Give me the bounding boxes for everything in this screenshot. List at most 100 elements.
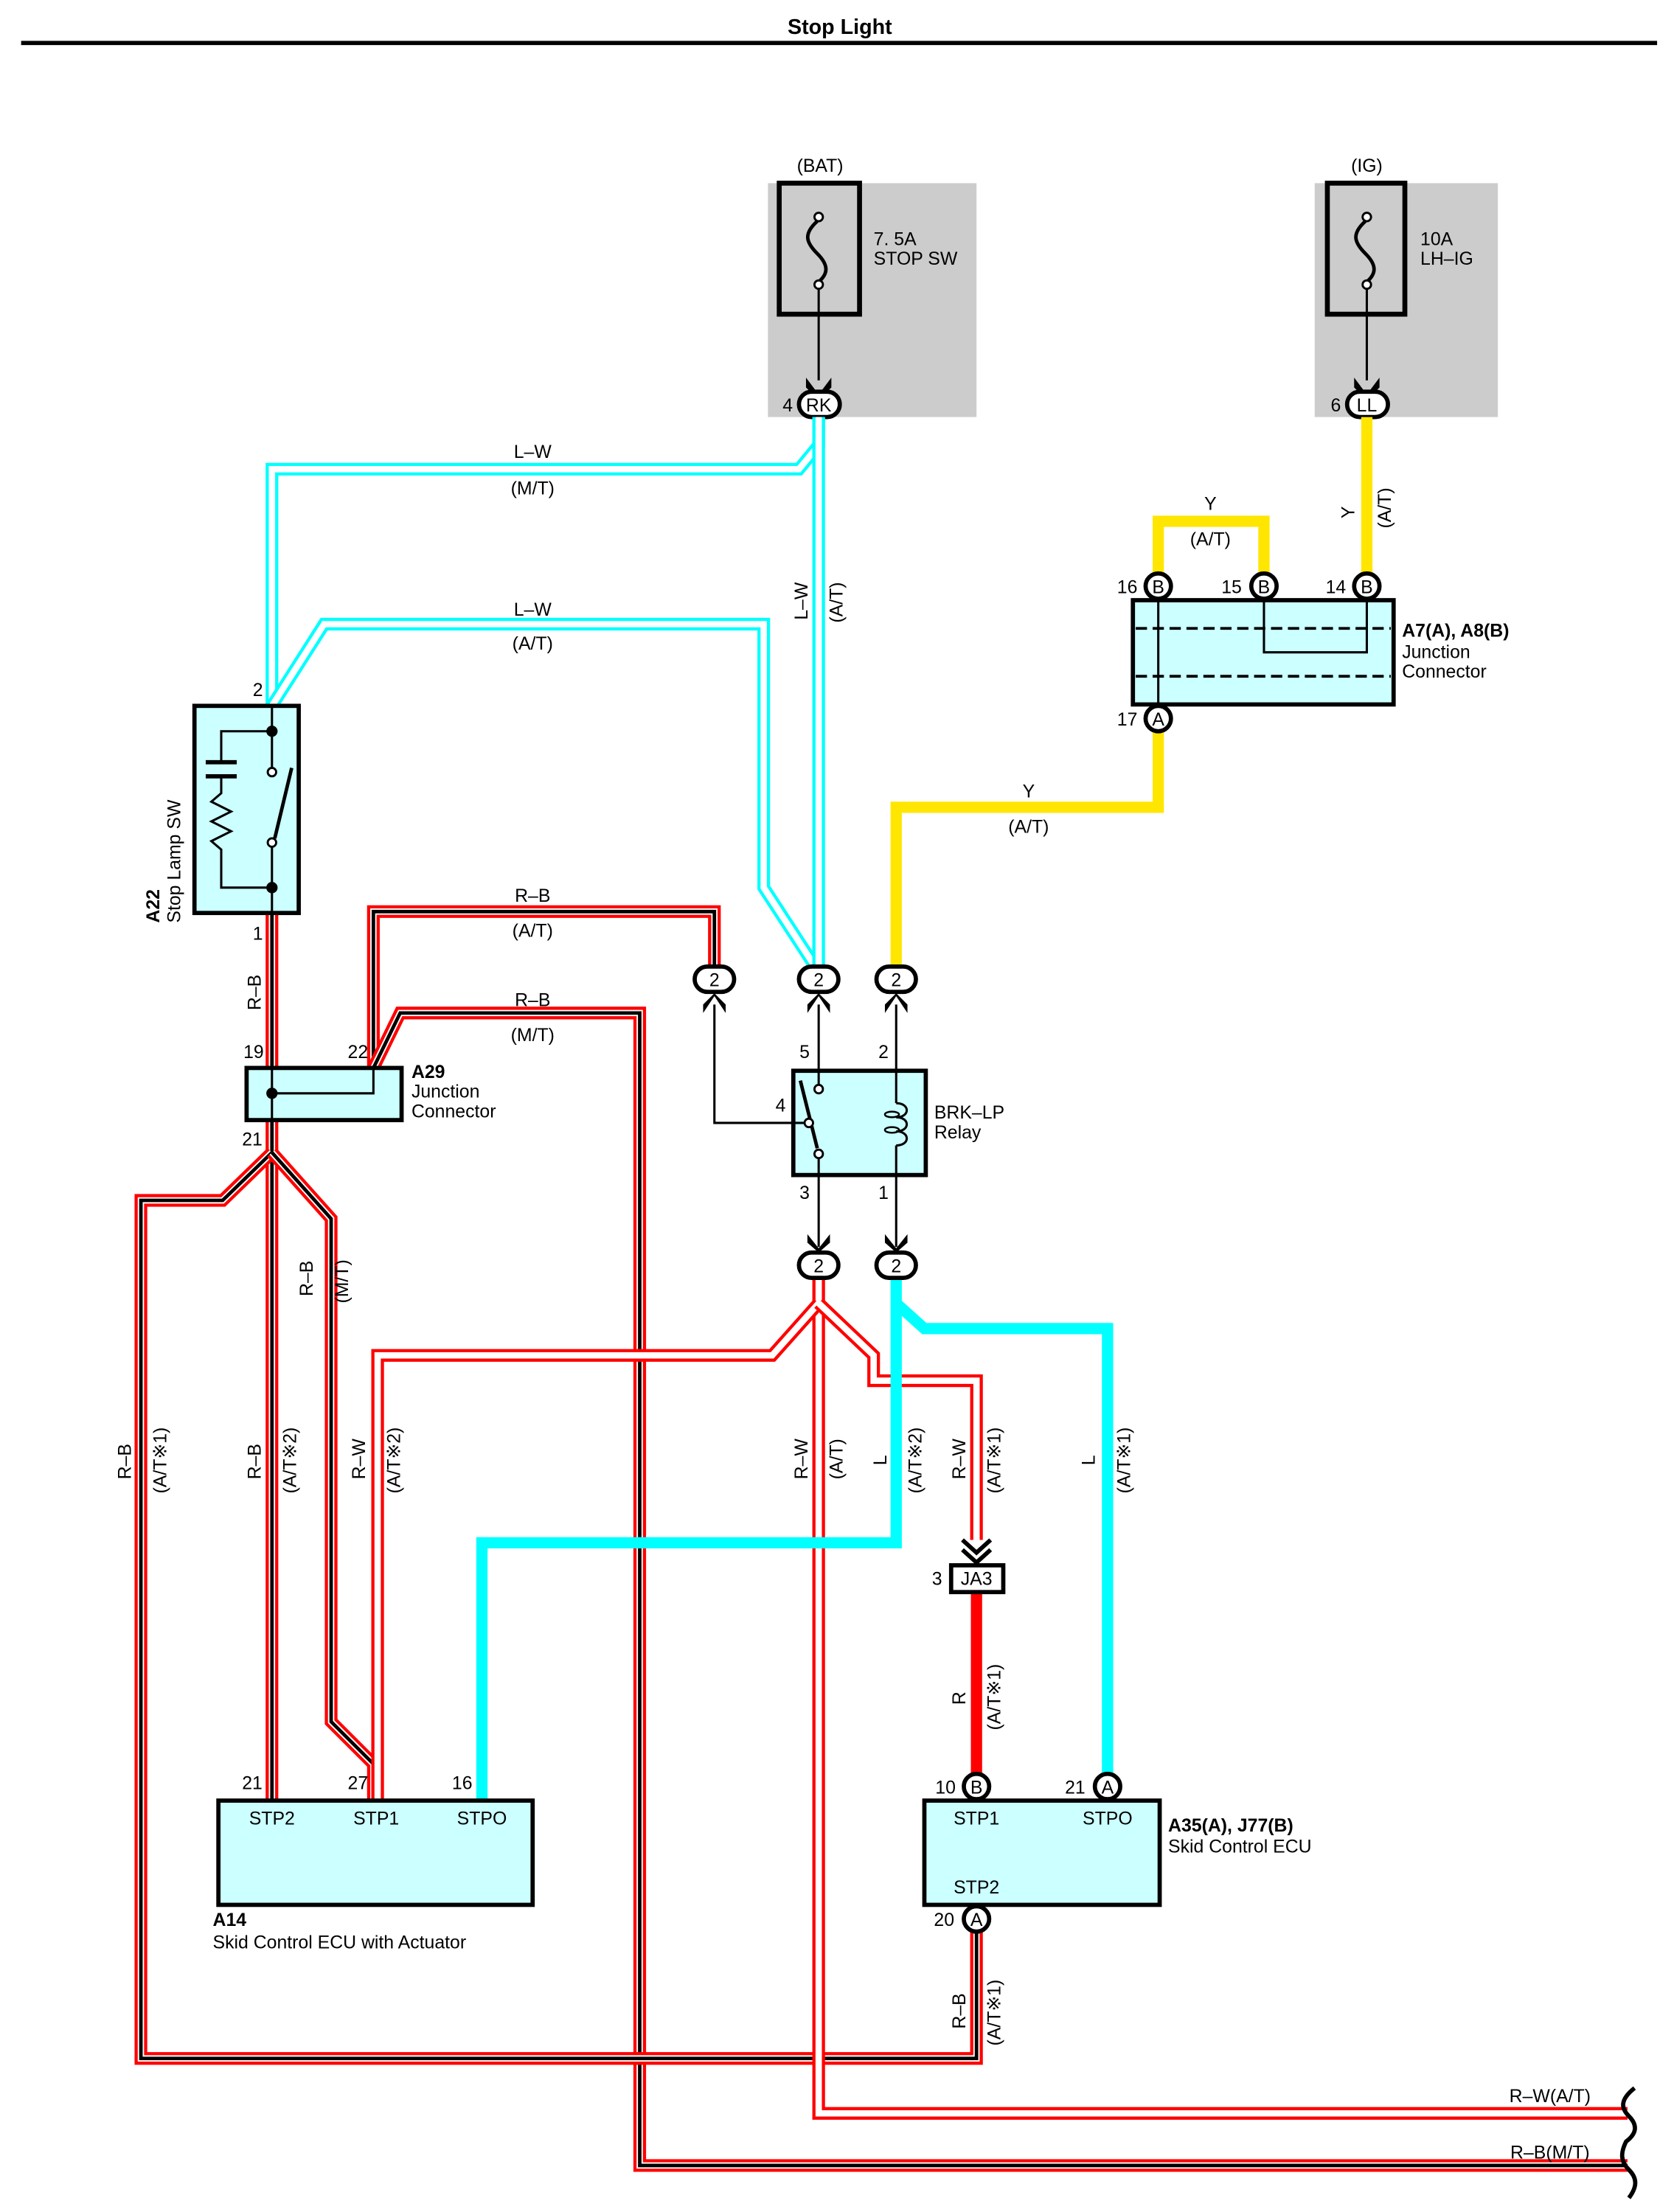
pin-number: 16 <box>1117 577 1138 597</box>
wire-r-b-at1-stripe <box>139 1151 979 2061</box>
wire-variant-label: (A/T※2) <box>385 1427 405 1494</box>
wire-variant-label: (A/T※2) <box>280 1427 300 1494</box>
pin-number: 22 <box>348 1043 369 1062</box>
pin-number: 1 <box>253 925 263 945</box>
component-code: A14 <box>213 1910 247 1930</box>
pin-letter: B <box>1258 577 1271 597</box>
component-name: Junction <box>411 1082 479 1102</box>
component-code: A7(A), A8(B) <box>1402 622 1509 641</box>
junction-connector-a7-a8: B B B A 16 15 14 17 A7(A), A8(B) Junctio… <box>1117 571 1510 734</box>
continuation-markers: R–W(A/T) R–B(M/T) <box>1510 2086 1638 2199</box>
component-name: Connector <box>411 1102 496 1121</box>
wire-color-label: R–B <box>297 1261 317 1296</box>
fuse-name: STOP SW <box>874 249 958 269</box>
fuse-source-label: (IG) <box>1351 156 1383 176</box>
fuse-rating: 10A <box>1420 229 1454 249</box>
fuse-lh-ig: (IG) 10A LH–IG LL 6 <box>1314 156 1498 420</box>
wire-variant-label: (A/T※1) <box>1114 1427 1134 1494</box>
fuse-rating: 7. 5A <box>874 229 917 249</box>
switch-contact-icon <box>273 767 294 839</box>
relay-connector: 2 <box>796 964 841 1013</box>
pin-number: 3 <box>799 1183 810 1203</box>
wire-variant-label: (A/T) <box>1375 487 1395 528</box>
wire-variant-label: (A/T※1) <box>985 1427 1005 1494</box>
wire-color-label: R–B <box>245 975 265 1010</box>
wire-l-at1 <box>892 1298 1114 1774</box>
pin-number: 4 <box>776 1096 786 1116</box>
pin-number: 3 <box>932 1570 942 1590</box>
wire-l-w-at-gap <box>269 621 822 974</box>
wire-variant-label: (M/T) <box>333 1259 352 1303</box>
component-name: Relay <box>934 1123 982 1143</box>
wire-color-label: L–W <box>792 582 812 620</box>
pin-letter: B <box>1152 577 1164 597</box>
component-name: BRK–LP <box>934 1103 1004 1123</box>
wire-variant-label: (A/T※1) <box>150 1427 170 1494</box>
connector-arrow-icon <box>884 1234 908 1253</box>
pin-letter: A <box>1102 1778 1114 1798</box>
pin-number: 1 <box>878 1183 889 1203</box>
component-name: Skid Control ECU with Actuator <box>213 1933 467 1953</box>
wire-color-label: R <box>950 1691 970 1705</box>
pin-letter: B <box>1361 577 1373 597</box>
relay-contact-icon <box>799 1080 819 1149</box>
relay-connector: 2 <box>692 964 737 1013</box>
component-code: A29 <box>411 1062 445 1082</box>
relay-connector: 2 <box>874 964 918 1013</box>
wire-r-w-at-gap <box>815 1278 1628 2117</box>
wire-variant-label: (M/T) <box>511 479 555 499</box>
wire-color-label: R–W <box>792 1439 812 1480</box>
wire-color-label: R–B <box>515 990 550 1010</box>
component-name: Connector <box>1402 662 1487 682</box>
wire-variant-label: (A/T) <box>1190 529 1231 549</box>
wire-variant-label: (A/T) <box>827 582 847 622</box>
relay-connector: 2 <box>796 1234 841 1280</box>
fuse-source-label: (BAT) <box>797 156 844 176</box>
wire-color-label: L–W <box>514 600 552 620</box>
wire-variant-label: (A/T) <box>513 634 553 654</box>
wire-r-w-at2 <box>371 1298 824 1801</box>
wire-r-w-at1-stripe <box>817 1301 979 1540</box>
junction-ja3: JA3 3 <box>932 1538 1006 1595</box>
skid-control-ecu-a14: STP2 STP1 STPO 21 27 16 A14 Skid Control… <box>213 1774 535 1953</box>
connector-number: 2 <box>891 1256 901 1276</box>
component-name: Junction <box>1402 642 1470 662</box>
wire-r-w-at2-gap <box>374 1301 822 1801</box>
wire-l-w-at-stripe <box>270 622 821 973</box>
pin-number: 21 <box>1065 1778 1086 1798</box>
pin-number: 17 <box>1117 710 1138 730</box>
wire-variant-label: (A/T※1) <box>985 1664 1005 1731</box>
wire-r-w-at2-stripe <box>375 1301 820 1801</box>
brk-lp-relay: 5 2 4 3 1 BRK–LP Relay <box>713 1004 1004 1248</box>
page-title: Stop Light <box>788 15 892 39</box>
component-code: A35(A), J77(B) <box>1168 1816 1293 1836</box>
wire-r-b-at-stripe <box>371 909 717 1068</box>
connector-arrow-icon <box>884 993 908 1013</box>
wire-variant-label: (M/T) <box>511 1026 555 1046</box>
pin-number: 27 <box>348 1774 369 1794</box>
terminal-label: STPO <box>1083 1809 1133 1829</box>
skid-control-ecu-a35-j77: B A A 10 21 20 STP1 STPO STP2 A35(A), J7… <box>922 1771 1312 1934</box>
pin-number: 19 <box>243 1043 264 1062</box>
pin-letter: A <box>970 1910 983 1930</box>
wire-color-label: L <box>1080 1455 1100 1465</box>
connector-code: RK <box>806 396 832 416</box>
pin-number: 2 <box>878 1043 889 1062</box>
wire-color-label: R–B <box>950 1993 970 2028</box>
terminal-label: STP1 <box>954 1809 999 1829</box>
wire-y-jumper <box>1153 515 1270 574</box>
resistor-icon <box>209 776 272 889</box>
wire-color-label: L–W <box>514 442 552 462</box>
connector-number: 2 <box>813 971 824 991</box>
pin-number: 14 <box>1326 577 1347 597</box>
wire-color-label: R–B <box>515 886 550 906</box>
terminal-label: STP2 <box>249 1809 295 1829</box>
relay-coil-icon <box>896 1102 909 1147</box>
connector-arrow-icon <box>961 1538 993 1556</box>
continuation-label: R–B(M/T) <box>1510 2143 1590 2163</box>
relay-connector: 2 <box>874 1234 918 1280</box>
pin-number: 15 <box>1221 577 1242 597</box>
pin-number: 6 <box>1331 396 1341 416</box>
pin-letter: B <box>970 1778 983 1798</box>
